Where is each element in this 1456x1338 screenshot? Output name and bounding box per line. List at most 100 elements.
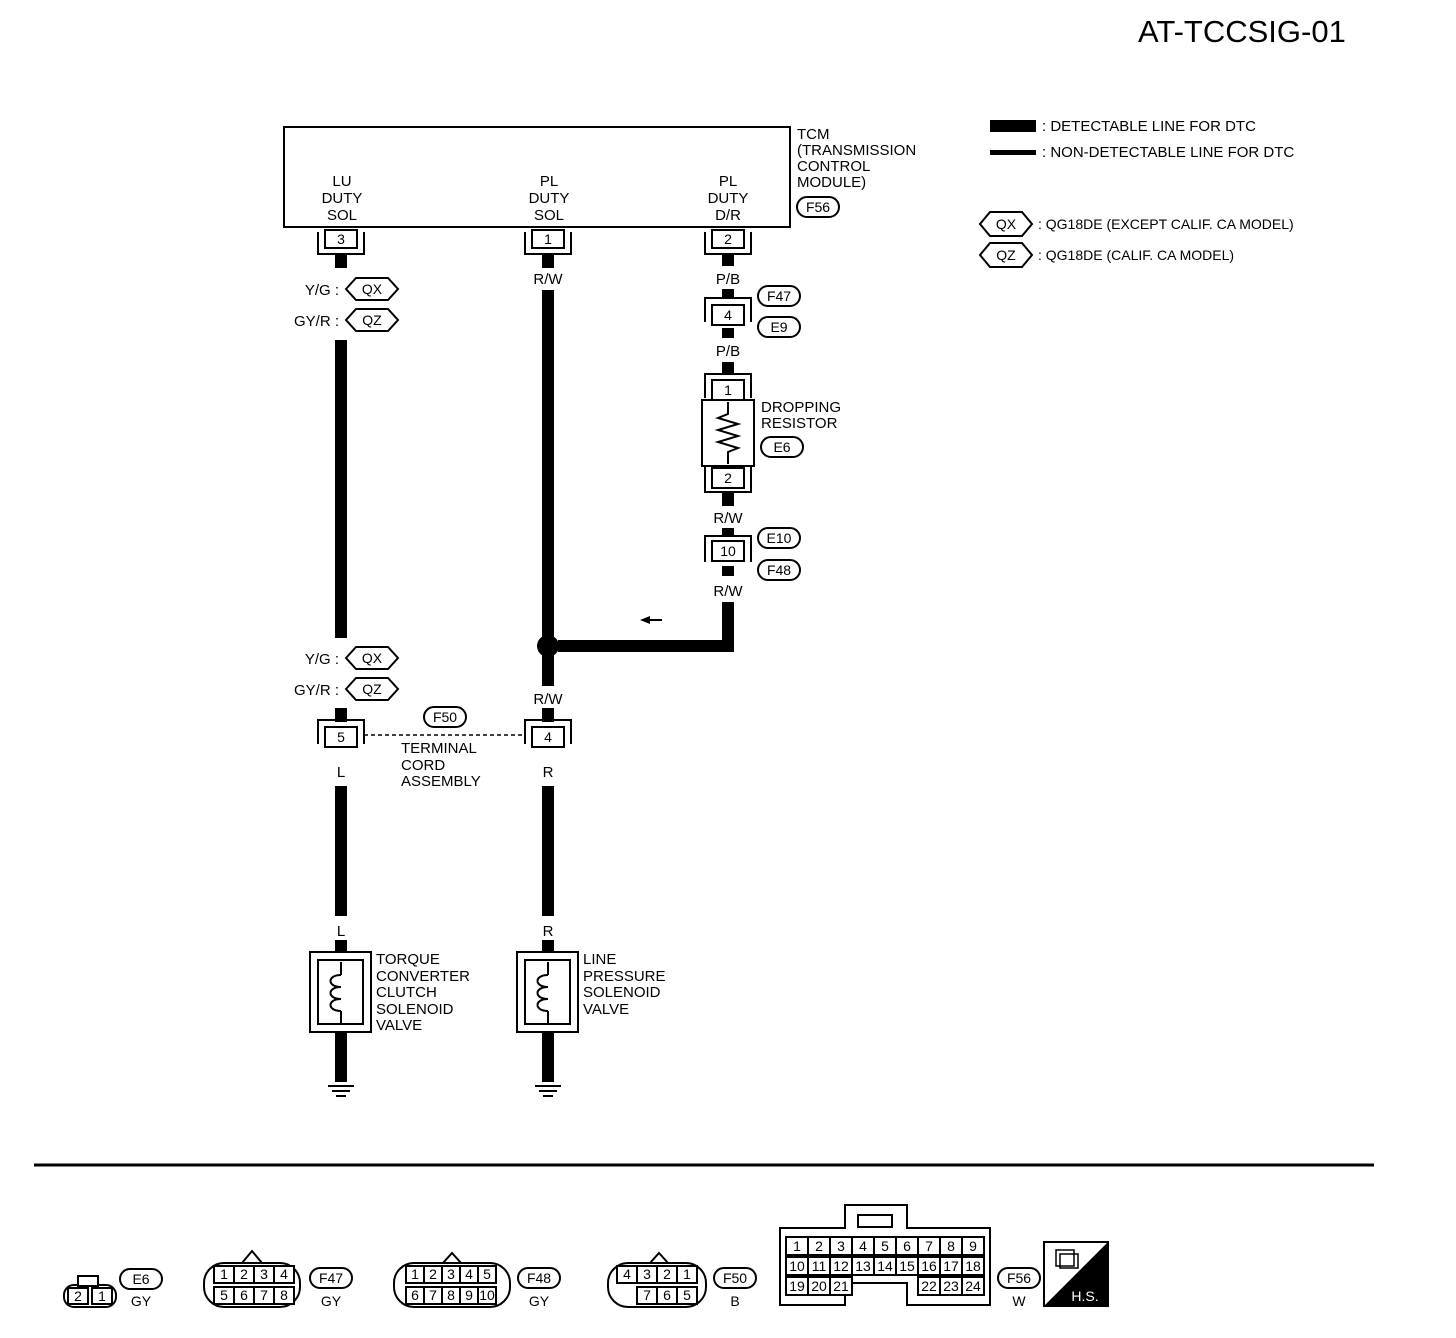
cavity-number: 4 (859, 1238, 867, 1254)
svg-text:RESISTOR: RESISTOR (761, 415, 838, 432)
tcm-pin-2: 2 (704, 229, 752, 255)
wire-yg-label: Y/G : (305, 282, 339, 299)
svg-text:F50: F50 (723, 1270, 747, 1286)
e10-connector-tag: E10 (757, 527, 801, 549)
svg-text:D/R: D/R (715, 207, 741, 224)
cavity-number: 19 (789, 1278, 805, 1294)
wire-yg-label-2: Y/G : (305, 651, 339, 668)
svg-text:LINE: LINE (583, 951, 616, 968)
cavity-number: 2 (815, 1238, 823, 1254)
cavity-number: 8 (280, 1287, 288, 1303)
connector-cavity (829, 1276, 853, 1296)
legend-qx: QX : QG18DE (EXCEPT CALIF. CA MODEL) (978, 211, 1294, 237)
connector-cavity (273, 1265, 295, 1284)
e9-connector-tag: E9 (757, 316, 801, 338)
ground-icon-2 (535, 1085, 561, 1097)
svg-text:LU: LU (332, 173, 351, 190)
svg-text:F50: F50 (433, 709, 457, 725)
f50-pin-5: 5 (317, 719, 365, 748)
connector-cavity (961, 1236, 985, 1256)
cavity-number: 14 (877, 1258, 893, 1274)
connector-cavity (273, 1286, 295, 1305)
wire-rw-to-splice (558, 602, 734, 652)
svg-text:CORD: CORD (401, 757, 445, 774)
tcm-pin-1: 1 (524, 229, 572, 255)
wire-l-label-2: L (337, 923, 345, 940)
f47-e9-pin-4: 4 (704, 297, 752, 326)
svg-text:QZ: QZ (362, 312, 382, 328)
cavity-number: 12 (833, 1258, 849, 1274)
cavity-number: 10 (479, 1287, 495, 1303)
ground-icon (328, 1085, 354, 1097)
terminal-lu-duty-sol: LU DUTY SOL (322, 173, 363, 224)
legend-detectable-swatch (990, 120, 1036, 132)
cavity-number: 7 (260, 1287, 268, 1303)
cavity-number: 3 (260, 1266, 268, 1282)
cavity-number: 11 (812, 1258, 827, 1274)
qx-tag: QX (344, 277, 400, 301)
wire-r-label: R (543, 764, 554, 781)
svg-text:E6: E6 (773, 439, 790, 455)
svg-text:PL: PL (719, 173, 737, 190)
cavity-number: 4 (465, 1266, 473, 1282)
svg-text:ASSEMBLY: ASSEMBLY (401, 773, 481, 790)
svg-text:F56: F56 (1007, 1270, 1031, 1286)
wire-rw-label-1: R/W (533, 271, 563, 288)
svg-text:DUTY: DUTY (322, 190, 363, 207)
svg-text:F47: F47 (767, 288, 791, 304)
cavity-number: 24 (965, 1278, 981, 1294)
connector-cavity (676, 1286, 698, 1305)
lp-valve-label: LINE PRESSURE SOLENOID VALVE (583, 951, 666, 1018)
cavity-number: 2 (240, 1266, 248, 1282)
tcm-label-3: CONTROL (797, 158, 870, 175)
wire-pb-label-1: P/B (716, 271, 740, 288)
connector-cavity (676, 1265, 698, 1284)
cavity-number: 17 (943, 1258, 959, 1274)
tcc-solenoid-valve (309, 951, 372, 1033)
svg-text:GY: GY (131, 1293, 152, 1309)
legend-non-detectable-label: : NON-DETECTABLE LINE FOR DTC (1042, 144, 1294, 161)
svg-text:SOLENOID: SOLENOID (583, 984, 661, 1001)
svg-text:H.S.: H.S. (1071, 1288, 1098, 1304)
svg-text:1: 1 (544, 231, 552, 247)
cavity-number: 3 (643, 1266, 651, 1282)
wire-r-label-2: R (543, 923, 554, 940)
svg-text:4: 4 (724, 307, 732, 323)
svg-text:QX: QX (362, 650, 383, 666)
f50-pin-4: 4 (524, 719, 572, 748)
cavity-number: 6 (240, 1287, 248, 1303)
cavity-number: 8 (947, 1238, 955, 1254)
f48-connector-tag: F48 (757, 559, 801, 581)
svg-text:CONVERTER: CONVERTER (376, 968, 470, 985)
cavity-number: 21 (833, 1278, 849, 1294)
cavity-number: 4 (280, 1266, 288, 1282)
line-pressure-solenoid-valve (516, 951, 579, 1033)
cavity-number: 2 (663, 1266, 671, 1282)
connector-cavity (961, 1256, 985, 1276)
svg-text:1: 1 (724, 382, 732, 398)
cavity-number: 18 (965, 1258, 981, 1274)
svg-text:QX: QX (996, 216, 1017, 232)
cavity-number: 7 (429, 1287, 437, 1303)
svg-text:DUTY: DUTY (529, 190, 570, 207)
wire-gyr-label: GY/R : (294, 313, 339, 330)
legend-detectable-label: : DETECTABLE LINE FOR DTC (1042, 118, 1256, 135)
current-direction-arrow (640, 616, 662, 624)
qz-tag: QZ (344, 308, 400, 332)
cavity-number: 3 (837, 1238, 845, 1254)
svg-text:TERMINAL: TERMINAL (401, 740, 477, 757)
e6-connector-tag: E6 (760, 436, 804, 458)
tcm-pin-3: 3 (317, 229, 365, 255)
svg-text:PRESSURE: PRESSURE (583, 968, 666, 985)
wire-pb-label-2: P/B (716, 343, 740, 360)
svg-text:DROPPING: DROPPING (761, 399, 841, 416)
svg-text:B: B (730, 1293, 739, 1309)
connector-cavity (477, 1265, 497, 1284)
svg-text:F56: F56 (806, 199, 830, 215)
f47-connector-tag: F47 (757, 285, 801, 307)
svg-text:SOL: SOL (534, 207, 564, 224)
